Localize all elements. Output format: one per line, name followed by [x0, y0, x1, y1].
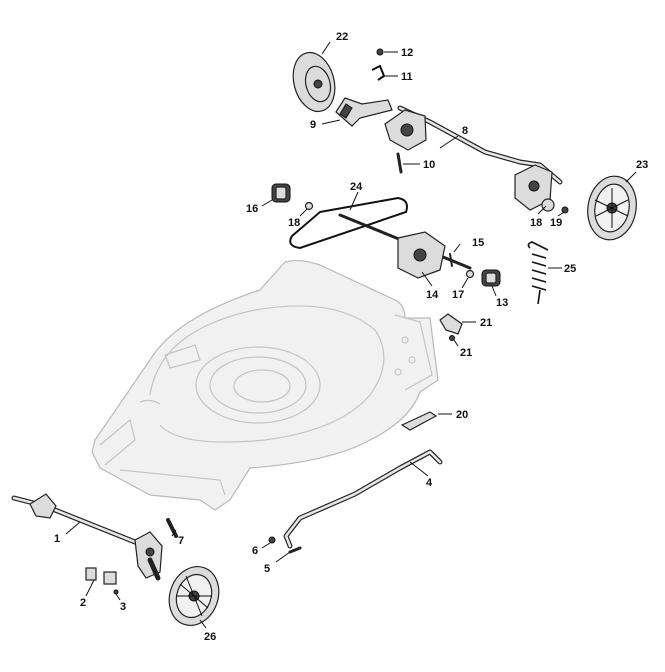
spring-23 — [527, 241, 549, 305]
callout-numbers: 22 12 11 9 8 10 23 18 19 24 16 18 15 25 … — [54, 31, 648, 643]
front-wheel-26 — [168, 566, 220, 626]
rear-wheel-right — [587, 175, 637, 241]
callout-24: 21 — [480, 317, 492, 329]
callout-1: 1 — [54, 533, 60, 545]
callout-7: 7 — [178, 535, 184, 547]
callout-10: 10 — [423, 159, 435, 171]
callout-8: 8 — [462, 125, 468, 137]
washer-18a — [304, 201, 314, 211]
callout-13: 20 — [456, 409, 468, 421]
washer-18b — [465, 269, 475, 279]
bearing-17 — [481, 269, 501, 287]
callout-5: 5 — [264, 563, 270, 575]
height-lever-9 — [335, 97, 393, 127]
callout-26: 26 — [204, 631, 216, 643]
callout-3: 3 — [120, 601, 126, 613]
pin-15 — [449, 253, 453, 267]
callout-4: 4 — [426, 477, 433, 489]
screw-5 — [288, 546, 302, 554]
callout-15: 15 — [472, 237, 484, 249]
callout-6: 6 — [252, 545, 258, 557]
callout-14: 14 — [426, 289, 439, 301]
screw-3 — [113, 589, 119, 595]
bush-19 — [541, 198, 555, 212]
callout-20: 19 — [550, 217, 562, 229]
mower-deck — [91, 259, 439, 511]
callout-21-top: 22 — [336, 31, 348, 43]
front-axle-1 — [11, 493, 163, 581]
callout-23: 25 — [564, 263, 576, 275]
callout-2: 2 — [80, 597, 86, 609]
front-height-rod-4 — [283, 449, 443, 549]
rear-axle-8 — [384, 105, 563, 211]
callout-21-right: 23 — [636, 159, 648, 171]
callout-22: 24 — [350, 181, 363, 193]
clip-2 — [85, 567, 117, 585]
gearbox-14 — [338, 213, 472, 279]
washer-20 — [561, 206, 569, 214]
callout-11: 11 — [401, 71, 413, 83]
screw-25 — [449, 335, 455, 341]
callout-9: 9 — [310, 119, 316, 131]
washer-12 — [376, 48, 384, 56]
clip-11 — [371, 64, 386, 81]
screw-7 — [166, 518, 178, 538]
bracket-24 — [439, 313, 463, 335]
callout-18-left: 18 — [288, 217, 300, 229]
pin-10 — [396, 152, 403, 174]
callout-19: 18 — [530, 217, 542, 229]
rear-wheel-upper — [292, 51, 336, 113]
callout-18-right: 17 — [452, 289, 464, 301]
callout-17: 13 — [496, 297, 508, 309]
drive-belt-22 — [289, 196, 408, 250]
callout-16: 16 — [246, 203, 258, 215]
bearing-16 — [271, 183, 291, 203]
leader-lines — [65, 41, 637, 629]
bracket-13 — [400, 411, 438, 431]
callout-25: 21 — [460, 347, 472, 359]
callout-12: 12 — [401, 47, 413, 59]
washer-6 — [268, 536, 276, 544]
